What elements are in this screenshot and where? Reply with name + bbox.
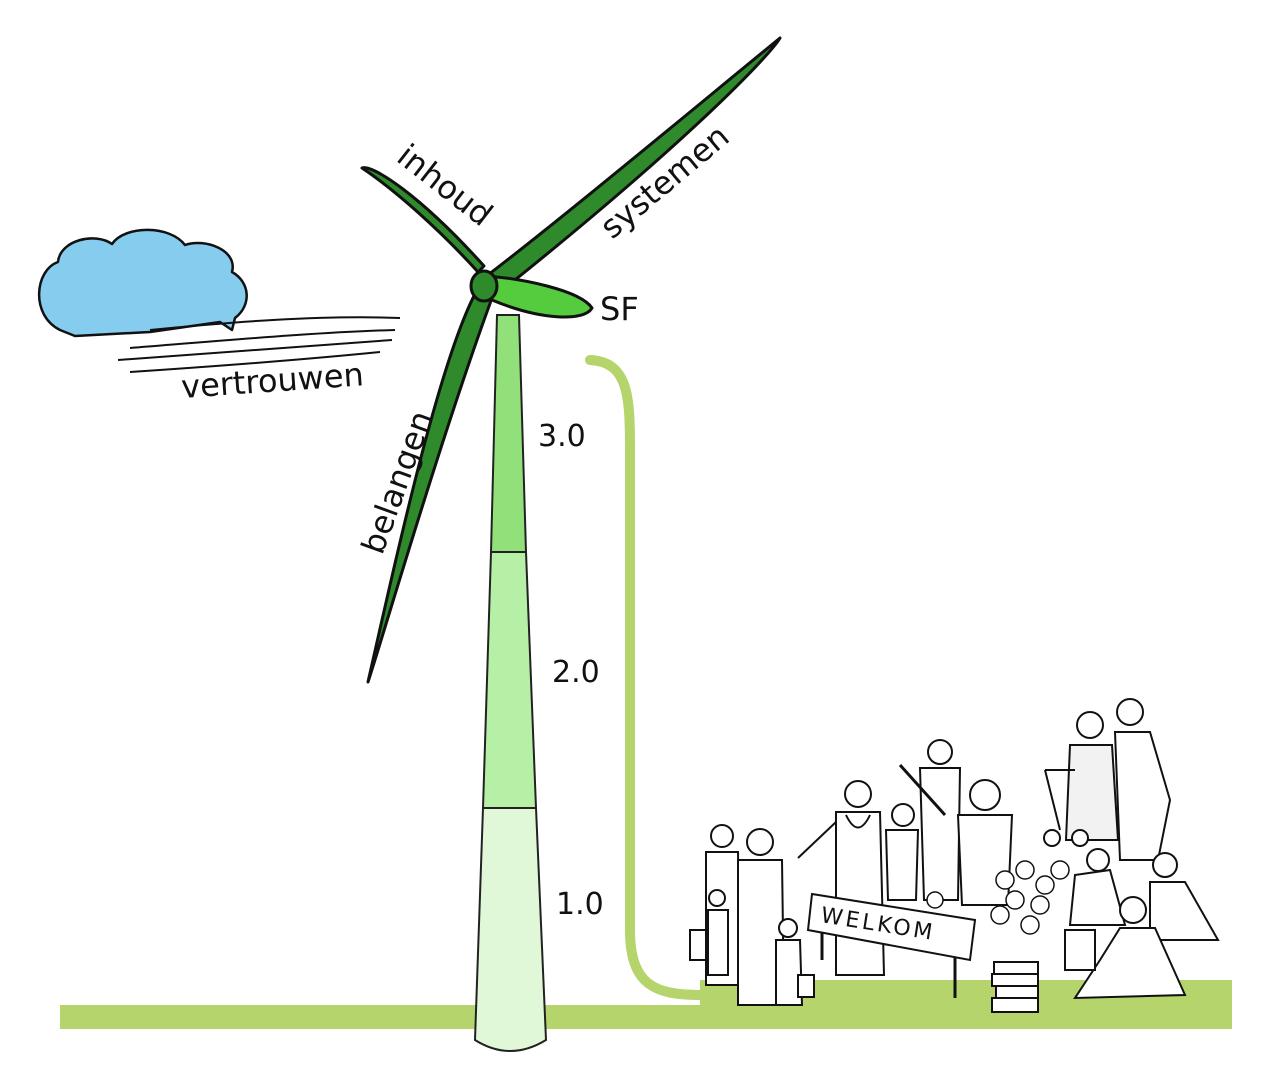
growth-path xyxy=(585,355,705,1000)
stage-label-3: 3.0 xyxy=(538,419,586,454)
book-stack xyxy=(991,961,1039,1013)
person-writer xyxy=(898,739,962,901)
wind-lines xyxy=(117,316,401,373)
hub-label: SF xyxy=(600,290,639,328)
tower-segment-low xyxy=(473,807,548,1052)
stage-label-2: 2.0 xyxy=(552,655,600,690)
tower-segment-mid xyxy=(481,551,538,809)
people-group: WELKOM xyxy=(689,698,1220,1013)
person-elderly xyxy=(1043,698,1172,861)
rotor xyxy=(360,36,782,684)
hub xyxy=(469,269,499,303)
flowers xyxy=(926,860,1070,935)
wind-label: vertrouwen xyxy=(180,355,365,406)
person-girl-laptop xyxy=(1064,896,1187,1000)
person-boy xyxy=(884,803,920,901)
tower-segment-top xyxy=(489,314,528,553)
cloud xyxy=(37,228,248,338)
person-reader xyxy=(1068,848,1220,941)
stage-label-1: 1.0 xyxy=(556,887,604,922)
person-mayor xyxy=(797,780,886,976)
nacelle xyxy=(482,274,594,319)
blade-top xyxy=(360,166,486,274)
tower xyxy=(473,314,548,1052)
person-family xyxy=(689,824,815,1006)
blade-label-inhoud: inhoud xyxy=(390,136,500,233)
blade-bottom xyxy=(366,290,494,684)
blade-right xyxy=(482,36,782,294)
